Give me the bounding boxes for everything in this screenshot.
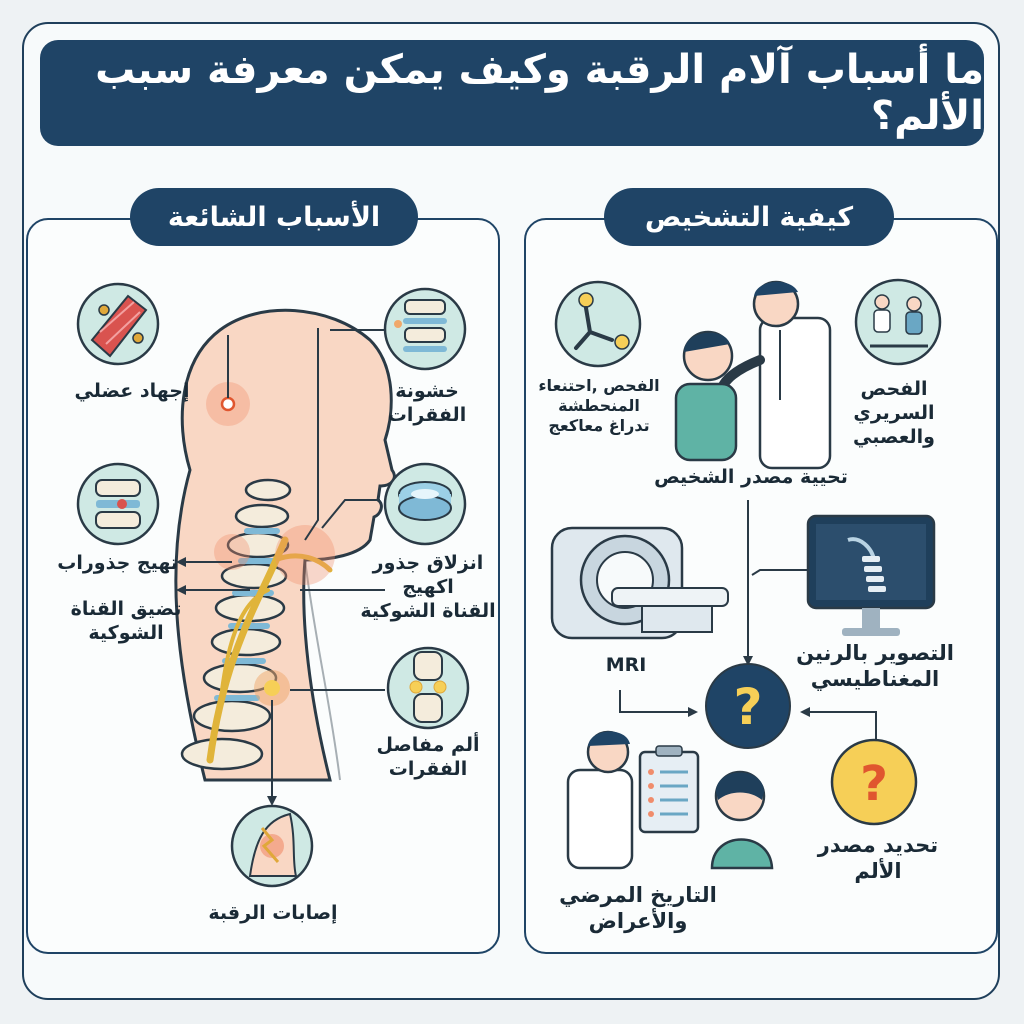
diagnosis-heading: كيفية التشخيص bbox=[604, 188, 894, 246]
label-mri: MRI bbox=[605, 654, 647, 676]
page-title-text: ما أسباب آلام الرقبة وكيف يمكن معرفة سبب… bbox=[95, 47, 984, 139]
label-nerve-root: تهيج جذوراب bbox=[57, 552, 178, 574]
central-question-circle bbox=[705, 663, 791, 749]
label-source-caption: تحيية مصدر الشخيص bbox=[654, 466, 848, 488]
mri-machine-icon bbox=[550, 526, 729, 640]
cause-connectors bbox=[182, 328, 385, 800]
mri-monitor-icon bbox=[806, 514, 936, 636]
label-mri-imaging: التصوير بالرنين المغناطيسي bbox=[796, 641, 954, 692]
diagnosis-heading-text: كيفية التشخيص bbox=[644, 201, 854, 233]
label-muscle-strain: إجهاد عضلي bbox=[74, 380, 190, 402]
muscle-strain-icon bbox=[76, 282, 160, 366]
label-spondylosis: خشونة الفقرات bbox=[387, 380, 467, 426]
page-title: ما أسباب آلام الرقبة وكيف يمكن معرفة سبب… bbox=[40, 40, 984, 146]
label-exam-maneuvers: الفحص ,احتنعاء المنحطشة تدراغ معاكعج bbox=[538, 376, 660, 435]
spondylosis-icon bbox=[383, 287, 467, 371]
label-facet-pain: ألم مفاصل الفقرات bbox=[376, 734, 480, 780]
facet-joint-icon bbox=[386, 646, 470, 730]
identify-question-mark: ? bbox=[860, 756, 888, 812]
causes-heading-text: الأسباب الشائعة bbox=[167, 201, 381, 233]
maneuver-test-icon bbox=[554, 280, 642, 368]
label-clinical-exam: الفحص السريري والعصبي bbox=[853, 378, 935, 448]
label-stenosis: تضيق القناة الشوكية bbox=[70, 598, 182, 644]
history-scene bbox=[566, 730, 774, 870]
nerve-root-icon bbox=[76, 462, 160, 546]
doctor-exam-scene bbox=[674, 280, 832, 470]
label-neck-injuries: إصابات الرقبة bbox=[208, 902, 338, 924]
label-history: التاريخ المرضي والأعراض bbox=[559, 883, 717, 934]
causes-heading: الأسباب الشائعة bbox=[130, 188, 418, 246]
identify-source-icon bbox=[830, 738, 918, 826]
label-disc-herniation: انزلاق جذور اكهيج القناة الشوكية bbox=[360, 552, 496, 622]
central-question-mark: ? bbox=[733, 678, 762, 736]
spine-vertebrae bbox=[180, 478, 292, 771]
label-identify-source: تحديد مصدر الألم bbox=[817, 833, 939, 884]
pain-glow-neck bbox=[275, 525, 335, 585]
disc-icon bbox=[383, 462, 467, 546]
neck-injury-icon bbox=[230, 804, 314, 888]
clinical-exam-icon bbox=[854, 278, 942, 366]
diagnosis-connectors bbox=[619, 500, 877, 740]
